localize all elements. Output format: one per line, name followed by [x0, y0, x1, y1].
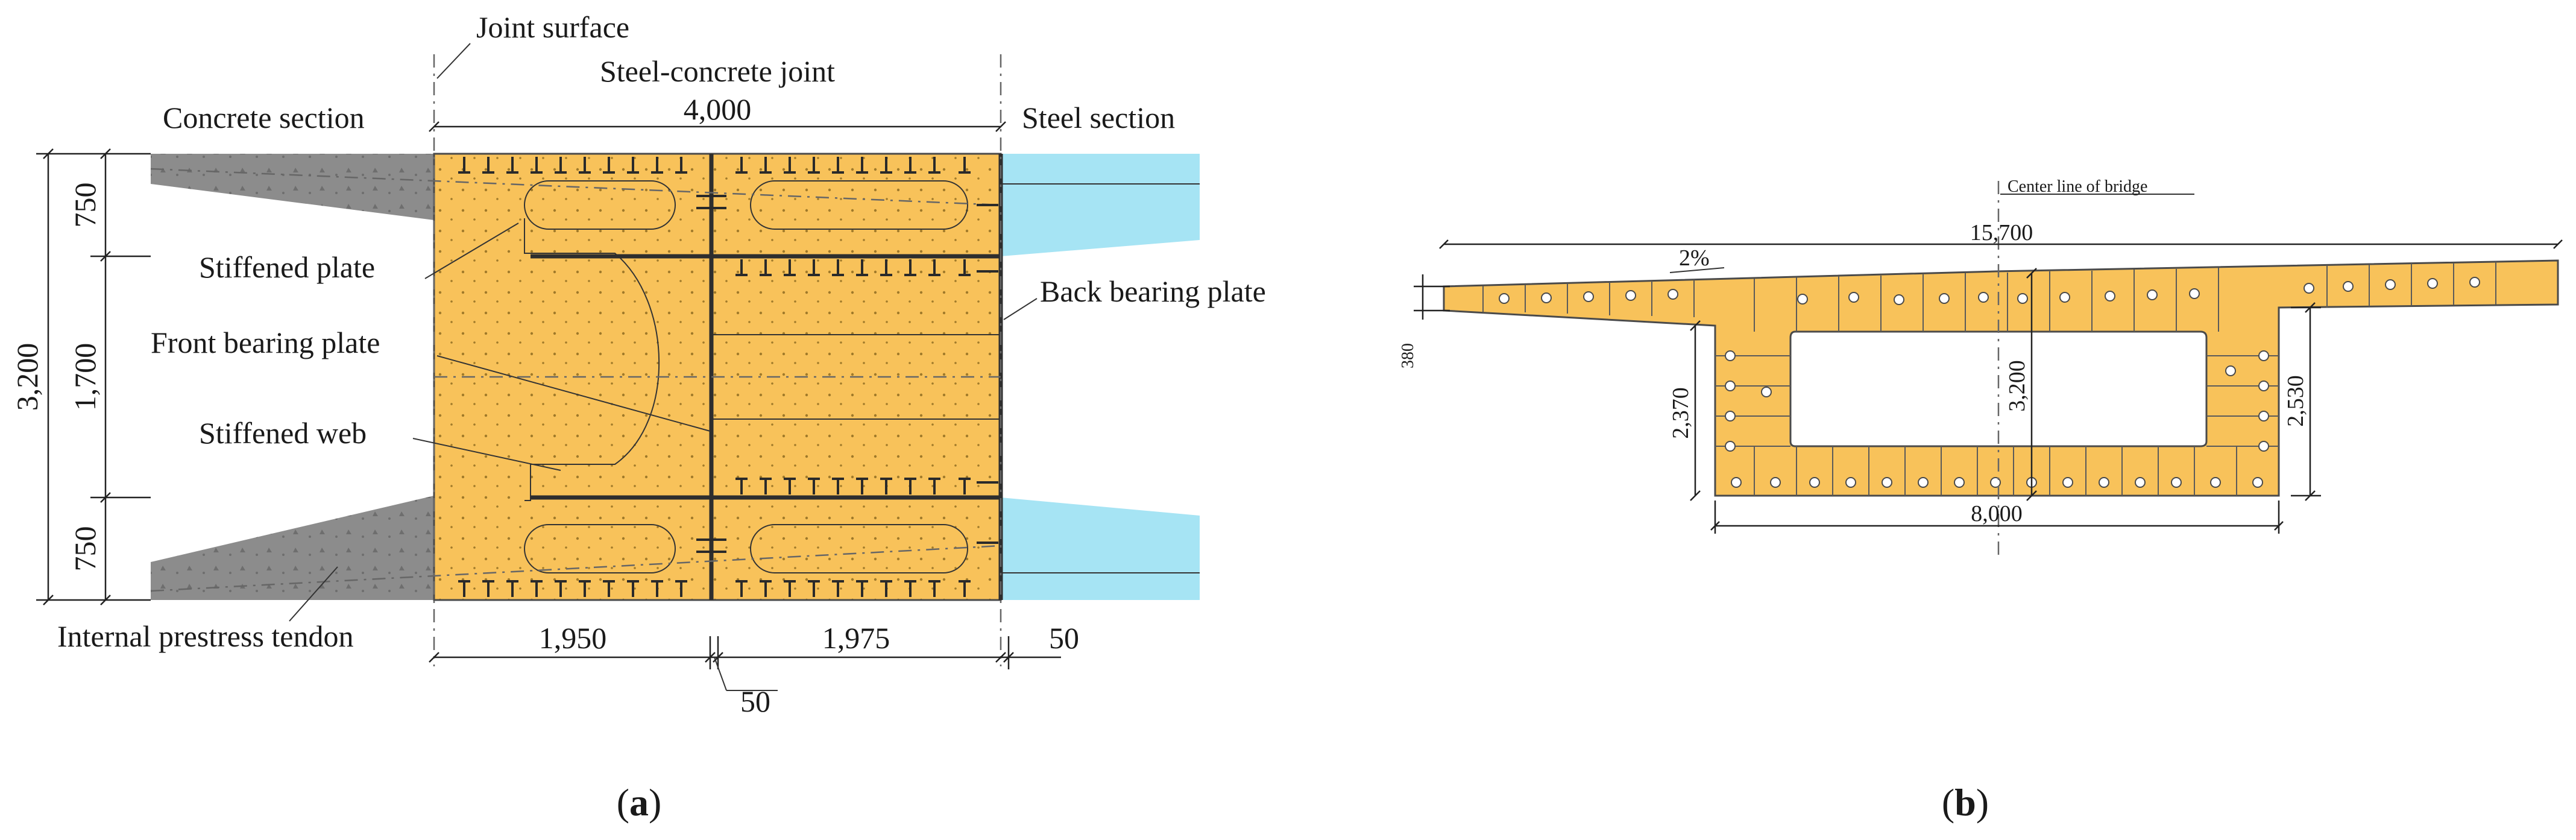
leader-stiffened-plate [424, 223, 519, 279]
dim-left-web-height: 2,370 [1668, 387, 1693, 439]
box-girder-section [1443, 259, 2559, 497]
label-concrete-section: Concrete section [163, 101, 365, 134]
dim-left-extension [36, 153, 151, 601]
longitudinal-holes [1499, 277, 2480, 488]
dim-top-segment: 750 [68, 183, 102, 228]
caption-b: (b) [1942, 781, 1989, 824]
studs-bottom [458, 580, 971, 597]
dim-plate-gap-leader [714, 657, 727, 691]
leader-stiffened-web [412, 438, 561, 471]
dim-bottom-segment: 750 [68, 526, 102, 572]
dim-bottom-width: 8,000 [1971, 501, 2023, 526]
dim-edge-thickness: 380 [1399, 343, 1417, 368]
dim-plate-gap: 50 [740, 684, 770, 718]
slope-arrow [1669, 267, 1725, 273]
label-back-bearing-plate: Back bearing plate [1040, 274, 1266, 308]
panel-a-joint-elevation: 4,000 3,200 750 1,700 750 1,950 1,975 50… [10, 10, 1266, 824]
caption-a: (a) [617, 781, 662, 824]
dim-total-length: 4,000 [684, 92, 752, 126]
concrete-bottom-texture [151, 496, 434, 600]
studs-plate-top [735, 259, 971, 276]
tendon-line-top [150, 168, 1001, 206]
steel-section-top [1001, 154, 1200, 256]
studs-plate-bottom [735, 478, 971, 494]
dim-right-web-ticks [2291, 302, 2321, 501]
dim-middle-segment: 1,700 [68, 343, 102, 411]
leader-front-bearing-plate [436, 355, 711, 432]
dim-left-web-ticks [1690, 320, 1701, 501]
front-plate-studs [696, 195, 998, 553]
dim-edge-thickness-ticks [1414, 285, 1450, 312]
dim-total-length-ticks [429, 121, 1006, 132]
dim-center-height: 3,200 [2004, 360, 2030, 412]
dim-end-plate: 50 [1049, 621, 1079, 655]
dim-deck-width-ticks [1439, 239, 2563, 249]
label-front-bearing-plate: Front bearing plate [151, 326, 380, 359]
label-steel-section: Steel section [1022, 101, 1175, 134]
dim-right-length: 1,975 [822, 621, 890, 655]
slot-bottom-left [524, 524, 676, 573]
label-internal-tendon: Internal prestress tendon [57, 619, 354, 653]
dim-bottom-width-ext [1710, 501, 2284, 534]
label-slope: 2% [1679, 245, 1710, 271]
slot-top-right [750, 180, 968, 230]
label-joint-title: Steel-concrete joint [600, 54, 835, 88]
leader-back-bearing-plate [1003, 298, 1038, 320]
leader-joint-surface [436, 43, 471, 79]
leader-internal-tendon [289, 566, 338, 622]
stiffened-web-curve [524, 218, 660, 501]
dim-center-height-ticks [2026, 268, 2037, 501]
dim-total-height: 3,200 [10, 343, 44, 411]
segment-lines [1482, 262, 2496, 496]
label-stiffened-web: Stiffened web [199, 416, 367, 450]
steel-section-bottom [1001, 497, 1200, 600]
concrete-top-texture [151, 154, 434, 220]
studs-top [458, 157, 971, 174]
dim-right-web-height: 2,530 [2283, 375, 2308, 427]
label-joint-surface: Joint surface [476, 10, 629, 44]
slot-bottom-right [750, 524, 968, 573]
slot-top-left [524, 180, 676, 230]
panel-b-box-girder-section: Center line of bridge 15,700 2% 380 2,37… [1399, 177, 2563, 824]
dim-left-length: 1,950 [539, 621, 607, 655]
shear-studs [458, 157, 998, 597]
label-stiffened-plate: Stiffened plate [199, 250, 375, 284]
dim-left-ticks [43, 148, 111, 605]
dim-deck-width: 15,700 [1970, 220, 2033, 245]
tendon-line-bottom [150, 545, 1001, 592]
label-center-line: Center line of bridge [2008, 177, 2147, 196]
